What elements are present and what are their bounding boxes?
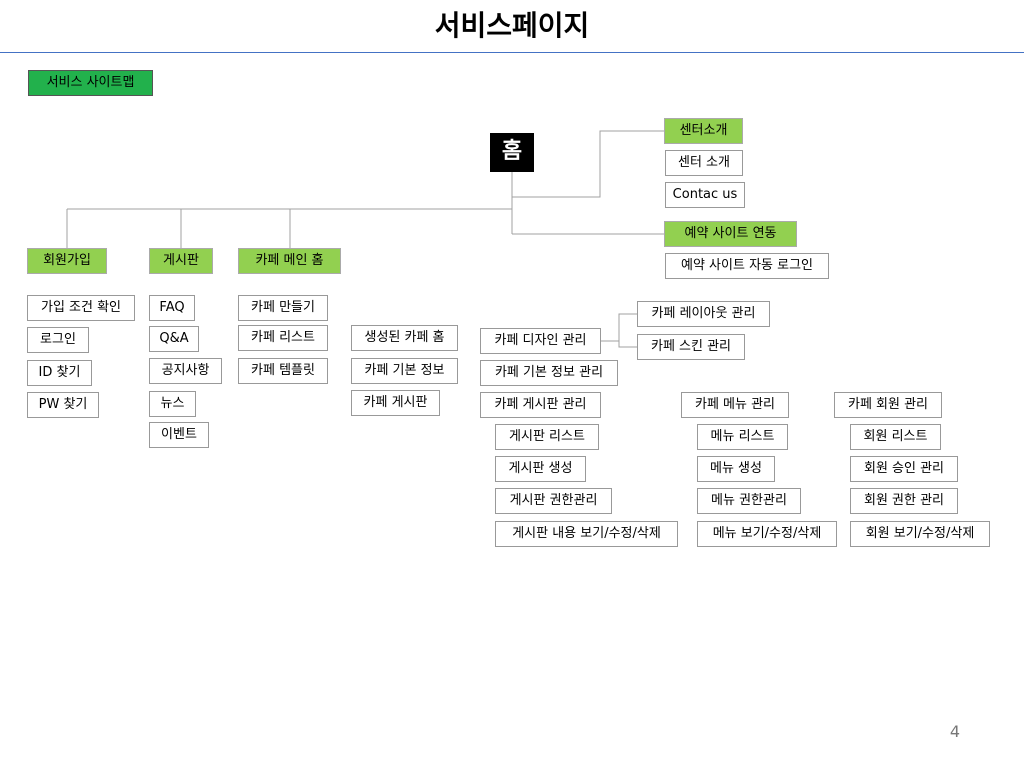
generated-cafe-item: 카페 기본 정보 — [351, 358, 458, 384]
generated-cafe-item: 생성된 카페 홈 — [351, 325, 458, 351]
membership-header: 회원가입 — [27, 248, 107, 274]
cafe-layout-manage: 카페 레이아웃 관리 — [637, 301, 770, 327]
cafe-member-manage-item: 회원 권한 관리 — [850, 488, 958, 514]
cafe-member-manage-item: 회원 리스트 — [850, 424, 941, 450]
cafe-menu-manage-header: 카페 메뉴 관리 — [681, 392, 789, 418]
center-intro-header: 센터소개 — [664, 118, 743, 144]
page-number: 4 — [949, 722, 961, 741]
cafe-board-manage-item: 게시판 권한관리 — [495, 488, 612, 514]
board-item: 공지사항 — [149, 358, 222, 384]
cafe-board-manage-item: 게시판 내용 보기/수정/삭제 — [495, 521, 678, 547]
cafe-main-item: 카페 만들기 — [238, 295, 328, 321]
reservation-header: 예약 사이트 연동 — [664, 221, 797, 247]
cafe-main-header: 카페 메인 홈 — [238, 248, 341, 274]
board-item: FAQ — [149, 295, 195, 321]
board-item: 뉴스 — [149, 391, 196, 417]
contact-us-item: Contac us — [665, 182, 745, 208]
membership-item: PW 찾기 — [27, 392, 99, 418]
cafe-member-manage-header: 카페 회원 관리 — [834, 392, 942, 418]
cafe-menu-manage-item: 메뉴 생성 — [697, 456, 775, 482]
cafe-member-manage-item: 회원 보기/수정/삭제 — [850, 521, 990, 547]
membership-item: ID 찾기 — [27, 360, 92, 386]
reservation-auto-login-item: 예약 사이트 자동 로그인 — [665, 253, 829, 279]
center-intro-item: 센터 소개 — [665, 150, 743, 176]
board-item: 이벤트 — [149, 422, 209, 448]
link-design-children — [601, 313, 637, 348]
section-tag: 서비스 사이트맵 — [28, 70, 153, 96]
membership-item: 로그인 — [27, 327, 89, 353]
cafe-menu-manage-item: 메뉴 보기/수정/삭제 — [697, 521, 837, 547]
cafe-board-manage-item: 게시판 생성 — [495, 456, 586, 482]
cafe-board-manage-item: 게시판 리스트 — [495, 424, 599, 450]
cafe-main-item: 카페 리스트 — [238, 325, 328, 351]
board-item: Q&A — [149, 326, 199, 352]
link-center-intro — [512, 130, 664, 198]
cafe-member-manage-item: 회원 승인 관리 — [850, 456, 958, 482]
page-title: 서비스페이지 — [434, 9, 590, 42]
home-node: 홈 — [490, 133, 534, 172]
cafe-board-manage-header: 카페 게시판 관리 — [480, 392, 601, 418]
cafe-menu-manage-item: 메뉴 권한관리 — [697, 488, 801, 514]
cafe-design-manage: 카페 디자인 관리 — [480, 328, 601, 354]
cafe-main-item: 카페 템플릿 — [238, 358, 328, 384]
membership-item: 가입 조건 확인 — [27, 295, 135, 321]
cafe-basic-info-manage: 카페 기본 정보 관리 — [480, 360, 618, 386]
title-divider — [0, 52, 1024, 53]
board-header: 게시판 — [149, 248, 213, 274]
cafe-menu-manage-item: 메뉴 리스트 — [697, 424, 788, 450]
generated-cafe-item: 카페 게시판 — [351, 390, 440, 416]
cafe-skin-manage: 카페 스킨 관리 — [637, 334, 745, 360]
